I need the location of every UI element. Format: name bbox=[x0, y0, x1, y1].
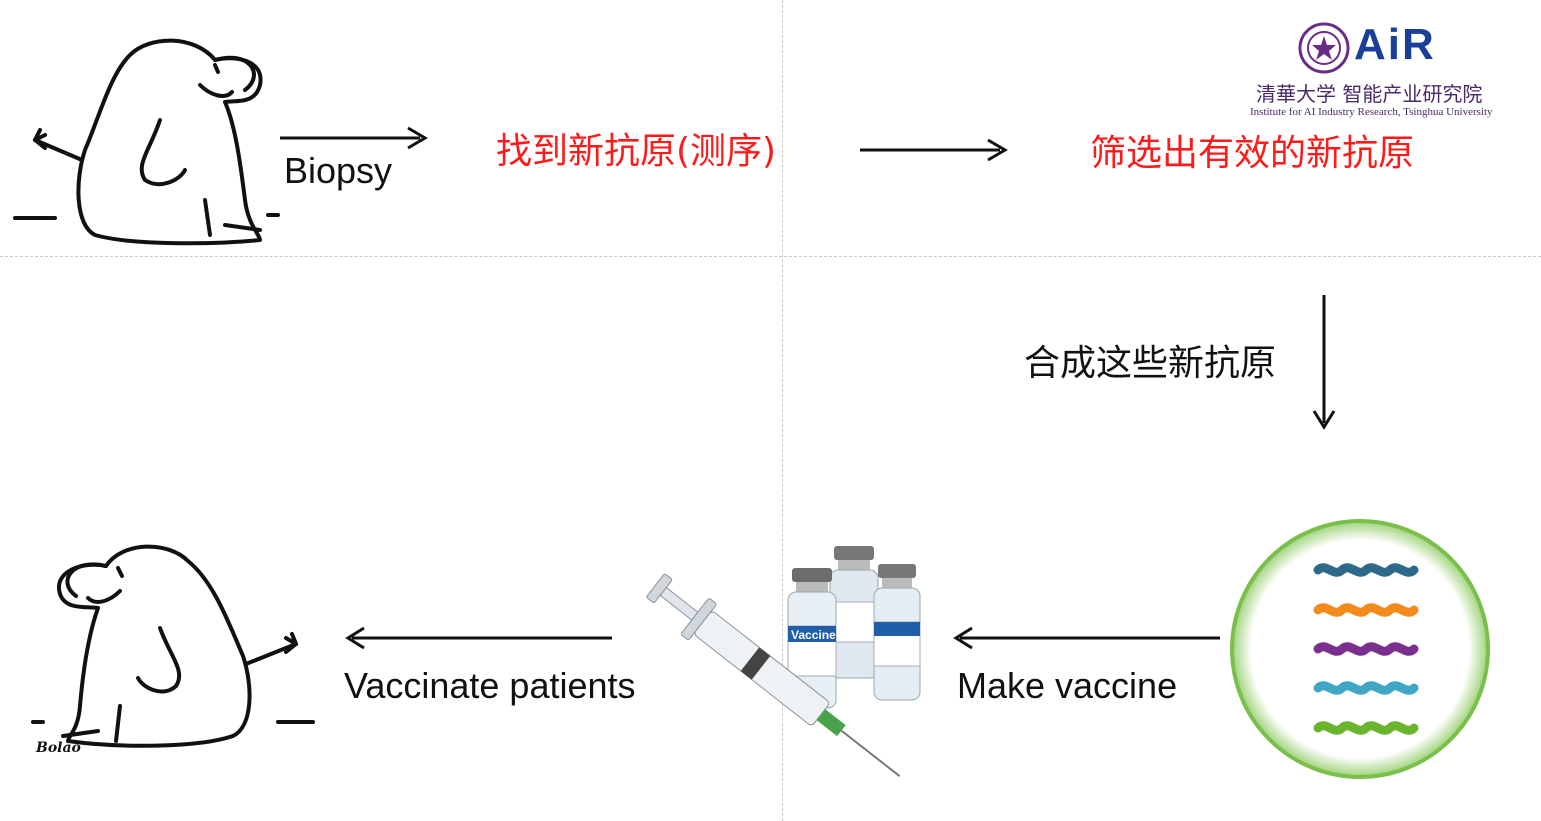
arrow-icon bbox=[860, 138, 1008, 162]
antigen-helix-icon bbox=[1230, 519, 1490, 779]
vertical-guide-line bbox=[782, 0, 783, 821]
syringe-icon bbox=[646, 573, 901, 777]
step-sequencing-label: 找到新抗原(测序) bbox=[496, 131, 777, 172]
arrow-icon bbox=[1312, 295, 1336, 430]
logo-english-name: Institute for AI Industry Research, Tsin… bbox=[1250, 106, 1493, 118]
cartoon-signature: Bolao bbox=[35, 740, 81, 756]
arrow-icon bbox=[280, 126, 428, 150]
institute-logo: AiR 清華大学 智能产业研究院 Institute for AI Indust… bbox=[1250, 18, 1520, 128]
logo-chinese-name: 清華大学 智能产业研究院 bbox=[1256, 82, 1483, 106]
arrow-icon bbox=[953, 626, 1220, 650]
cartoon-figure-patient-bottom: Bolao bbox=[31, 544, 315, 756]
vial-label: Vaccine bbox=[791, 628, 836, 642]
tsinghua-seal-icon bbox=[1298, 22, 1350, 74]
step-biopsy-label: Biopsy bbox=[284, 150, 393, 191]
step-make-vaccine-label: Make vaccine bbox=[957, 665, 1178, 706]
step-screen-label: 筛选出有效的新抗原 bbox=[1090, 133, 1415, 174]
step-synthesize-label: 合成这些新抗原 bbox=[1024, 343, 1277, 384]
step-vaccinate-label: Vaccinate patients bbox=[344, 665, 636, 706]
cartoon-figure-patient-top bbox=[13, 38, 280, 246]
arrow-icon bbox=[345, 626, 612, 650]
horizontal-guide-line bbox=[0, 256, 1541, 257]
brand-wordmark: AiR bbox=[1354, 20, 1436, 69]
